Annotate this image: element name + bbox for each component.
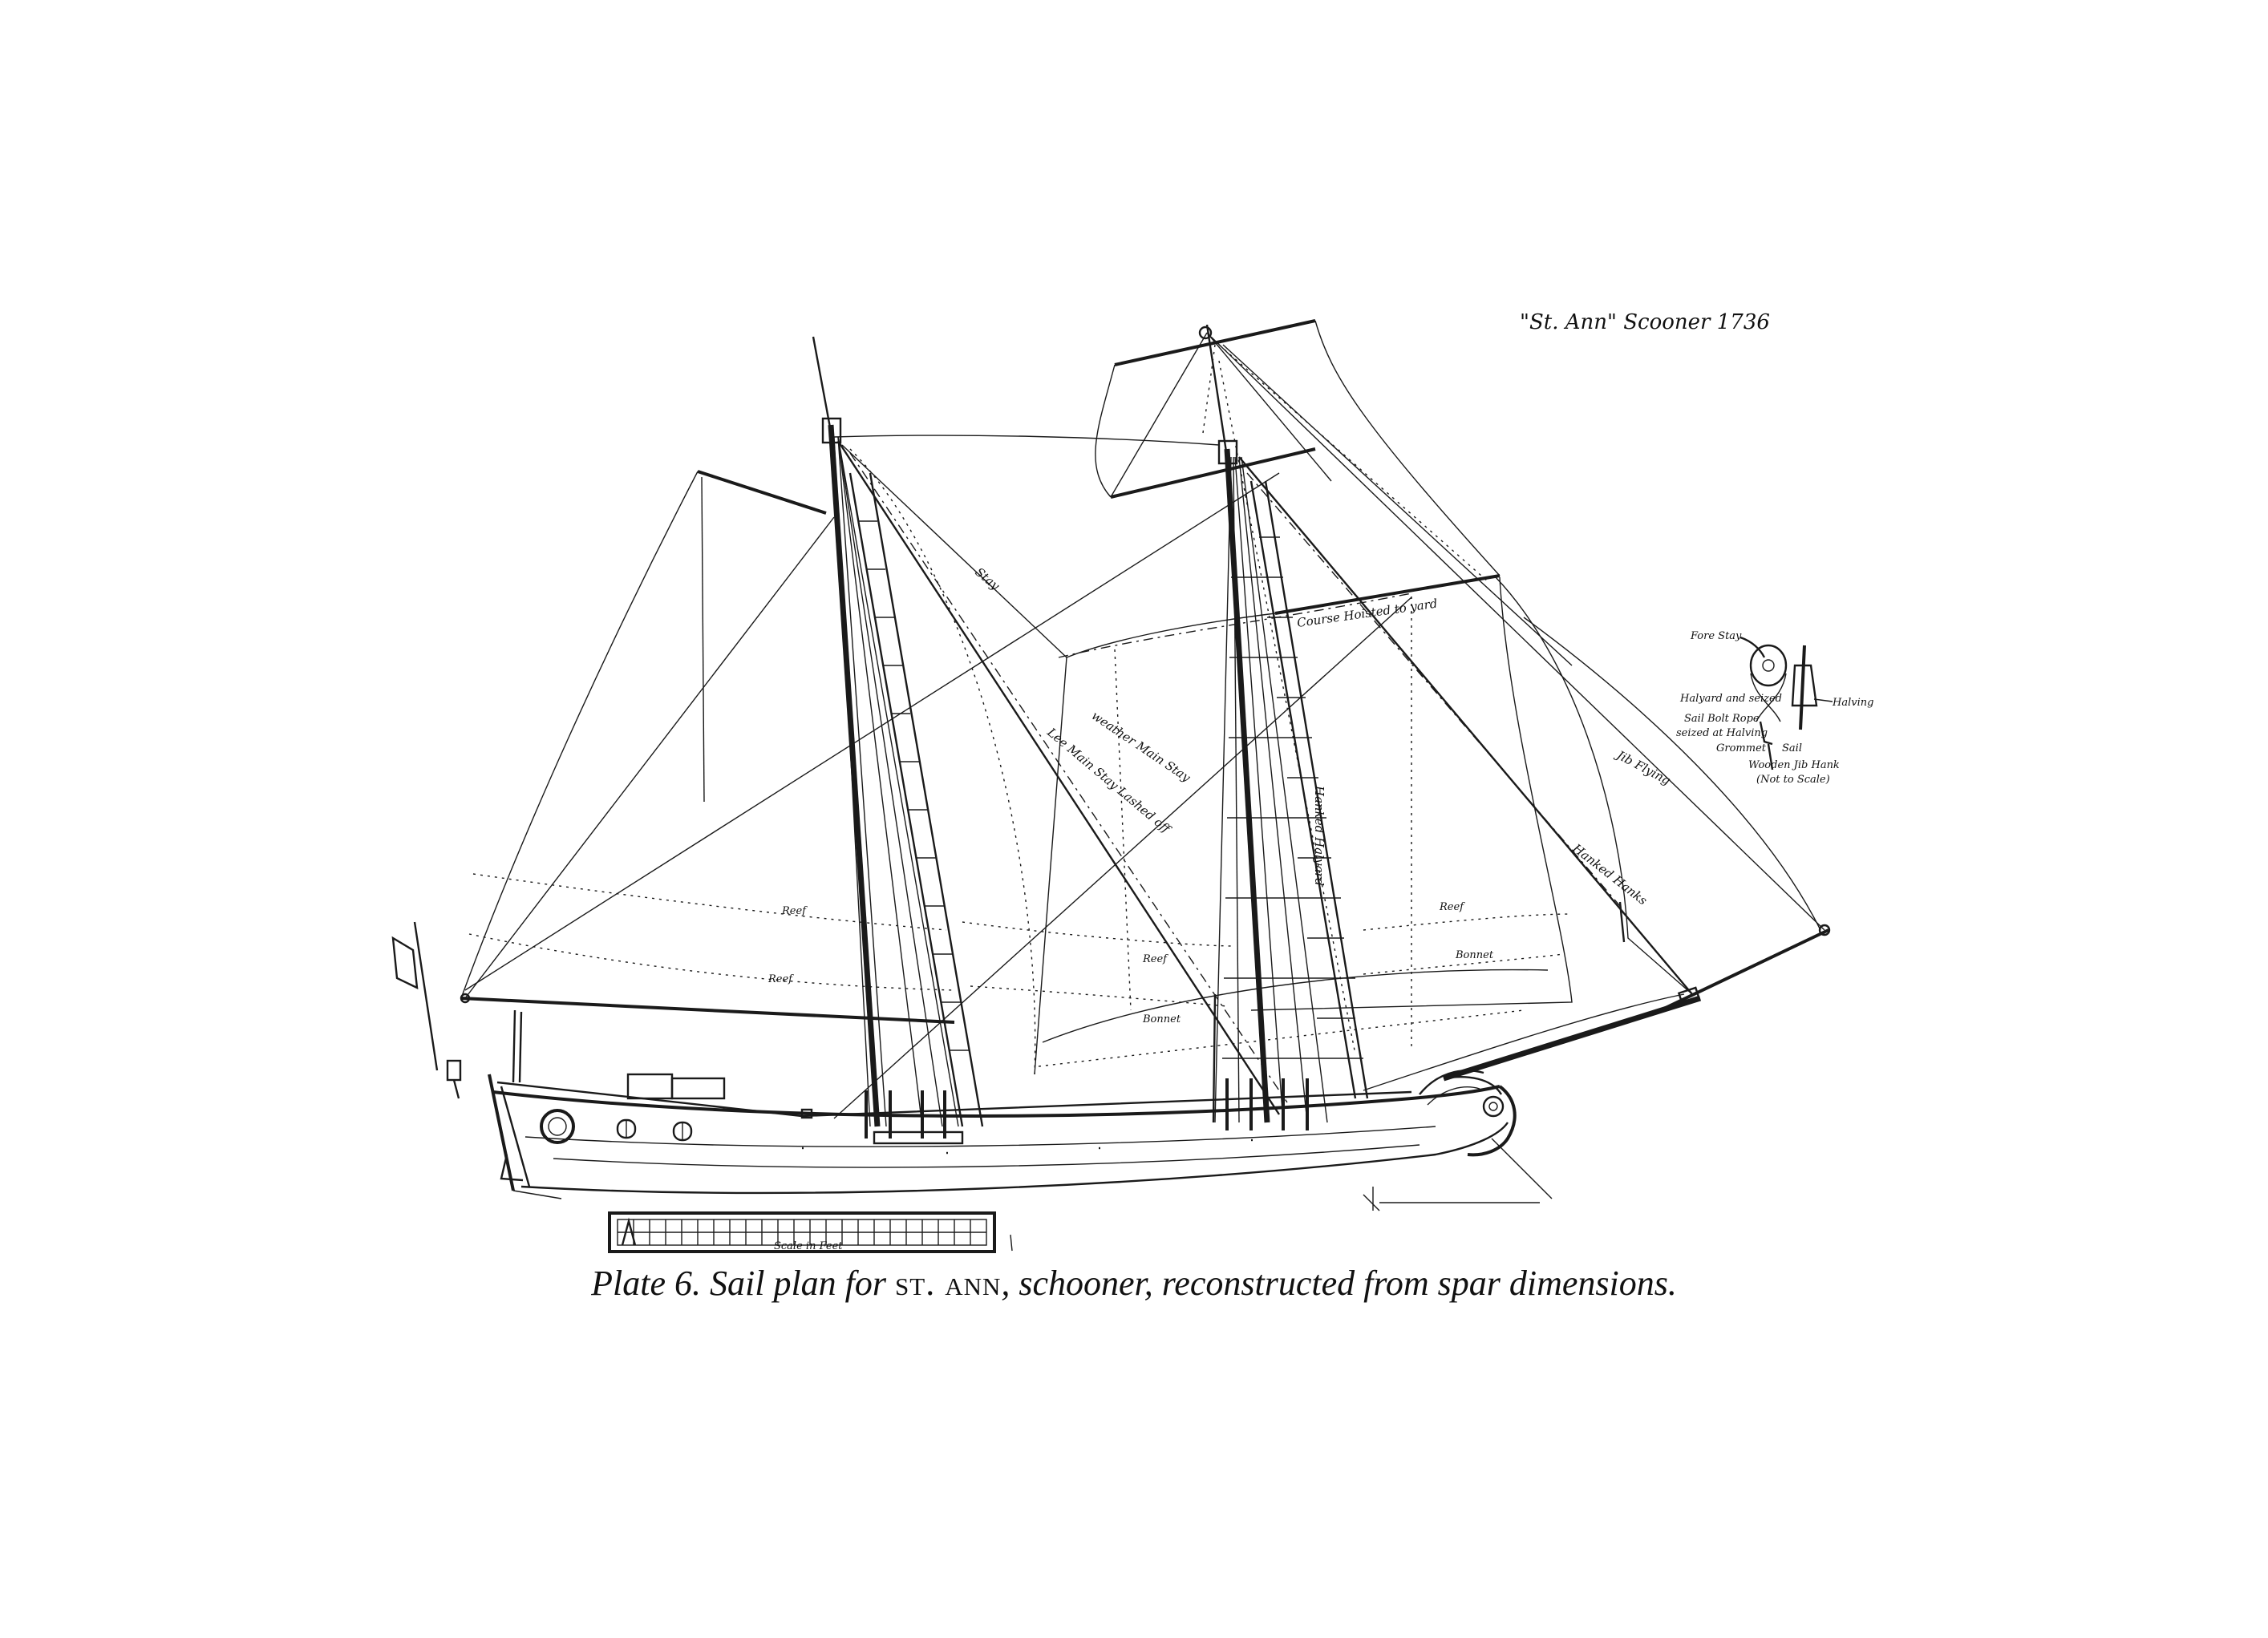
svg-text:Reef: Reef — [767, 973, 794, 985]
jib-sails: Jib Flying Hanked Hanks — [1363, 576, 1821, 1091]
bowsprit — [1442, 924, 1831, 1082]
svg-text:Reef: Reef — [781, 905, 808, 917]
main-topsail: Reef Bonnet Reef Bonnet — [833, 435, 1573, 1075]
svg-text:Hanked Halyard: Hanked Halyard — [1312, 785, 1326, 886]
main-sail: Reef Reef — [460, 471, 955, 999]
hull — [446, 1059, 1517, 1199]
scale-bar: Scale in Feet — [608, 1211, 996, 1253]
fore-course: Course Hoisted to yard — [1034, 576, 1573, 1075]
fore-topsail — [1095, 320, 1501, 582]
svg-text:Bonnet: Bonnet — [1455, 949, 1494, 961]
caption-suffix: , schooner, reconstructed from spar dime… — [1001, 1264, 1677, 1303]
plate-caption: Plate 6. Sail plan for st. ann, schooner… — [0, 1263, 2268, 1304]
svg-text:Grommet: Grommet — [1716, 742, 1767, 754]
svg-text:Jib Flying: Jib Flying — [1612, 746, 1672, 788]
svg-text:Wooden Jib Hank: Wooden Jib Hank — [1748, 759, 1840, 771]
svg-text:Hanked Hanks: Hanked Hanks — [1569, 840, 1650, 908]
main-spars — [460, 470, 955, 1024]
svg-text:Reef: Reef — [1439, 901, 1465, 913]
deck-structures — [391, 921, 813, 1119]
main-mast — [812, 336, 984, 1145]
fore-yards — [1110, 319, 1501, 615]
svg-text:(Not to Scale): (Not to Scale) — [1756, 774, 1830, 786]
svg-text:Stay: Stay — [972, 564, 1002, 593]
svg-text:Halving: Halving — [1832, 697, 1873, 709]
svg-text:seized at Halving: seized at Halving — [1676, 727, 1768, 739]
drawing-title: "St. Ann" Scooner 1736 — [1520, 310, 1770, 334]
caption-prefix: Plate 6. Sail plan for — [591, 1264, 896, 1303]
svg-text:Fore Stay: Fore Stay — [1690, 630, 1742, 642]
svg-text:Sail: Sail — [1782, 742, 1802, 754]
svg-text:Reef: Reef — [1142, 953, 1168, 965]
caption-ship-name: st. ann — [895, 1264, 1002, 1303]
jib-hank-detail: Fore Stay Halyard and seized Sail Bolt R… — [1676, 630, 1873, 786]
stays: weather Main Stay Lee Main Stay Lashed o… — [464, 336, 1825, 1119]
svg-text:Bonnet: Bonnet — [1142, 1013, 1181, 1025]
baseline-marks — [1010, 1138, 1553, 1252]
svg-text:Lee Main Stay Lashed off: Lee Main Stay Lashed off — [1044, 725, 1175, 837]
scale-label: Scale in Feet — [774, 1240, 843, 1252]
svg-text:Course Hoisted to yard: Course Hoisted to yard — [1296, 597, 1438, 630]
svg-text:Sail Bolt Rope: Sail Bolt Rope — [1684, 713, 1760, 725]
svg-text:Halyard and seized: Halyard and seized — [1679, 693, 1782, 705]
